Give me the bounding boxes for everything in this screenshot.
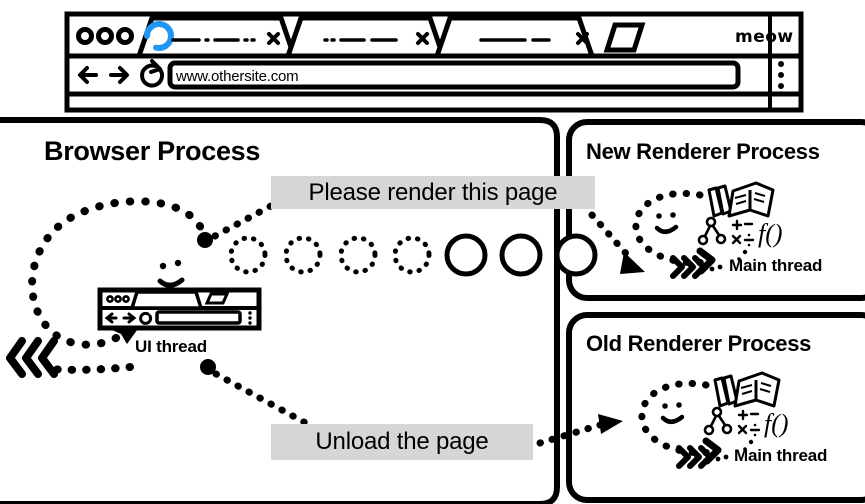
ipc-circle-dotted-3 (338, 235, 378, 275)
ipc-circle-dotted-2 (283, 235, 323, 275)
ui-thread-label: UI thread (135, 337, 207, 356)
function-icon: f() (758, 219, 783, 248)
old-renderer-process-title: Old Renderer Process (586, 331, 812, 356)
ipc-circle-solid-1 (444, 233, 488, 277)
tab-close-icon-2[interactable] (416, 32, 429, 45)
new-tab-icon[interactable] (603, 22, 646, 53)
reload-icon[interactable] (140, 59, 164, 88)
browser-process-smiley-face (157, 259, 185, 288)
triple-chevron-left-icon (6, 337, 58, 378)
old-renderer-main-thread-label: Main thread (734, 446, 828, 465)
render-message-leader (197, 196, 286, 248)
triple-chevron-right-icon (676, 445, 713, 469)
book-icon (733, 371, 781, 408)
ipc-circle-dotted-1 (228, 235, 268, 275)
function-icon: f() (764, 409, 789, 438)
browser-process-panel (0, 117, 560, 504)
browser-brand-label: meow (735, 27, 794, 47)
ui-thread-browser-icon (97, 287, 262, 331)
browser-tab-2[interactable] (284, 15, 447, 59)
message-chip-render: Please render this page (271, 176, 595, 209)
graph-icon (703, 406, 733, 436)
kebab-menu-icon[interactable] (778, 61, 784, 89)
old-renderer-incoming-arrow (536, 414, 623, 447)
unload-message-leader (200, 359, 317, 431)
graph-icon (697, 216, 727, 246)
new-renderer-main-thread-label: Main thread (729, 256, 823, 275)
back-icon[interactable] (78, 66, 98, 84)
svg-text:f(): f() (764, 409, 789, 438)
math-icon (737, 409, 761, 437)
browser-tab-1[interactable] (135, 15, 298, 59)
forward-icon[interactable] (109, 66, 129, 84)
browser-tab-3[interactable] (433, 15, 596, 59)
new-renderer-process-title: New Renderer Process (586, 139, 820, 164)
book-icon (727, 181, 775, 218)
math-icon (731, 219, 755, 247)
tab-loading-spinner-icon (144, 21, 174, 51)
ui-thread-dotted-loop (28, 197, 209, 349)
tab-close-icon-1[interactable] (267, 32, 280, 45)
ipc-circle-dotted-4 (392, 235, 432, 275)
omnibox-url-text[interactable]: www.othersite.com (176, 68, 299, 85)
ipc-circle-solid-3 (554, 233, 598, 277)
window-control-dots[interactable] (76, 27, 134, 45)
tab-close-icon-3[interactable] (576, 32, 589, 45)
old-renderer-main-thread-icon: f() (638, 371, 789, 469)
omnibox-field[interactable] (167, 60, 741, 90)
new-renderer-incoming-arrow (588, 211, 645, 274)
browser-process-title: Browser Process (44, 136, 261, 166)
triple-chevron-right-icon (670, 255, 707, 279)
new-renderer-main-thread-icon: f() (632, 181, 783, 279)
svg-text:f(): f() (758, 219, 783, 248)
message-chip-unload: Unload the page (271, 424, 533, 460)
ipc-circle-solid-2 (499, 233, 543, 277)
ui-thread-tail-dots (44, 363, 134, 374)
